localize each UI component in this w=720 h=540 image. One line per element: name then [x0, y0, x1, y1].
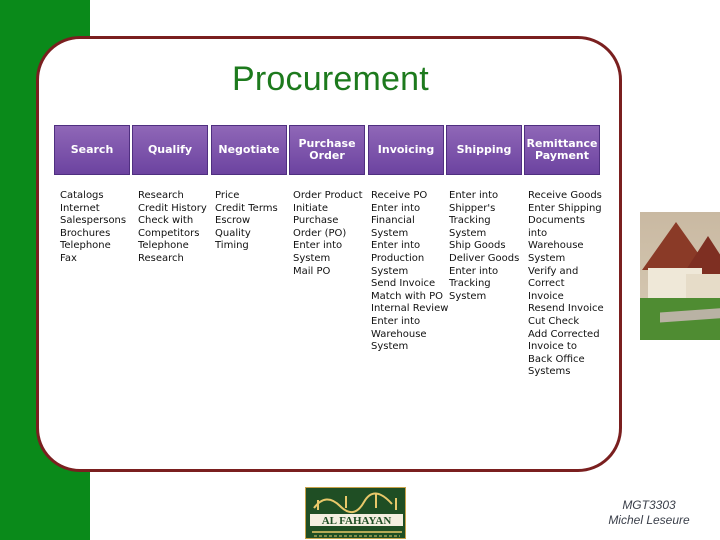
list-item: Initiate Purchase Order (PO)	[293, 202, 347, 239]
column-invoicing: Receive PO Enter into Financial System E…	[371, 190, 455, 354]
list-item: Brochures	[60, 227, 111, 239]
header-invoicing: Invoicing	[368, 125, 444, 175]
column-negotiate: Price Credit Terms Escrow Quality Timing	[215, 190, 299, 253]
list-item: Research	[138, 190, 184, 201]
list-item: Price	[215, 190, 240, 201]
campus-photo	[640, 212, 720, 340]
list-item: Enter into Tracking System	[449, 265, 499, 302]
column-qualify: Research Credit History Check with Compe…	[138, 190, 222, 266]
list-item: Enter Shipping Documents into Warehouse …	[528, 202, 602, 264]
list-item: Verify and Correct Invoice	[528, 265, 579, 302]
list-item: Enter into Shipper's Tracking System	[449, 190, 499, 239]
header-purchase-order: Purchase Order	[289, 125, 365, 175]
list-item: Timing	[215, 240, 249, 252]
column-shipping: Enter into Shipper's Tracking System Shi…	[449, 190, 533, 303]
list-item: Escrow	[215, 215, 251, 227]
list-item: Telephone	[60, 240, 111, 252]
building-wall	[686, 274, 720, 302]
header-remittance-payment: Remittance Payment	[524, 125, 600, 175]
list-item: Credit Terms	[215, 202, 278, 214]
list-item: Receive Goods	[528, 190, 602, 201]
column-purchase-order: Order Product Initiate Purchase Order (P…	[293, 190, 377, 278]
list-item: Send Invoice	[371, 278, 436, 290]
list-item: Internal Review	[371, 303, 449, 315]
header-negotiate: Negotiate	[211, 125, 287, 175]
course-code: MGT3303	[622, 498, 676, 512]
list-item: Quality	[215, 227, 251, 239]
list-item: Telephone Research	[138, 240, 189, 264]
list-item: Internet	[60, 202, 100, 214]
list-item: Add Corrected Invoice to Back Office Sys…	[528, 328, 600, 378]
logo-text: AL FAHAYAN	[322, 515, 392, 527]
header-qualify: Qualify	[132, 125, 208, 175]
header-shipping: Shipping	[446, 125, 522, 175]
list-item: Ship Goods	[449, 240, 506, 252]
list-item: Enter into Warehouse System	[371, 315, 427, 353]
list-item: Enter into System	[293, 240, 343, 264]
list-item: Match with PO	[371, 290, 443, 302]
slide-title: Procurement	[232, 60, 429, 98]
list-item: Deliver Goods	[449, 252, 520, 264]
process-header-row: Search Qualify Negotiate Purchase Order …	[54, 125, 600, 175]
slide-frame	[36, 36, 622, 472]
column-remittance-payment: Receive Goods Enter Shipping Documents i…	[528, 190, 612, 379]
logo-graphic: AL FAHAYAN	[310, 492, 403, 537]
list-item: Receive PO	[371, 190, 428, 201]
list-item: Check with Competitors	[138, 215, 200, 239]
list-item: Cut Check	[528, 315, 580, 327]
list-item: Mail PO	[293, 265, 331, 277]
list-item: Resend Invoice	[528, 303, 604, 315]
list-item: Salespersons	[60, 215, 127, 227]
footer-credit: MGT3303 Michel Leseure	[598, 498, 700, 528]
column-search: Catalogs Internet Salespersons Brochures…	[60, 190, 144, 266]
list-item: Order Product	[293, 190, 363, 201]
author-name: Michel Leseure	[608, 513, 690, 527]
list-item: Fax	[60, 252, 77, 264]
list-item: Enter into Financial System	[371, 202, 421, 239]
list-item: Credit History	[138, 202, 207, 214]
list-item: Enter into Production System	[371, 240, 425, 277]
header-search: Search	[54, 125, 130, 175]
list-item: Catalogs	[60, 190, 104, 201]
university-logo: AL FAHAYAN	[305, 487, 406, 539]
